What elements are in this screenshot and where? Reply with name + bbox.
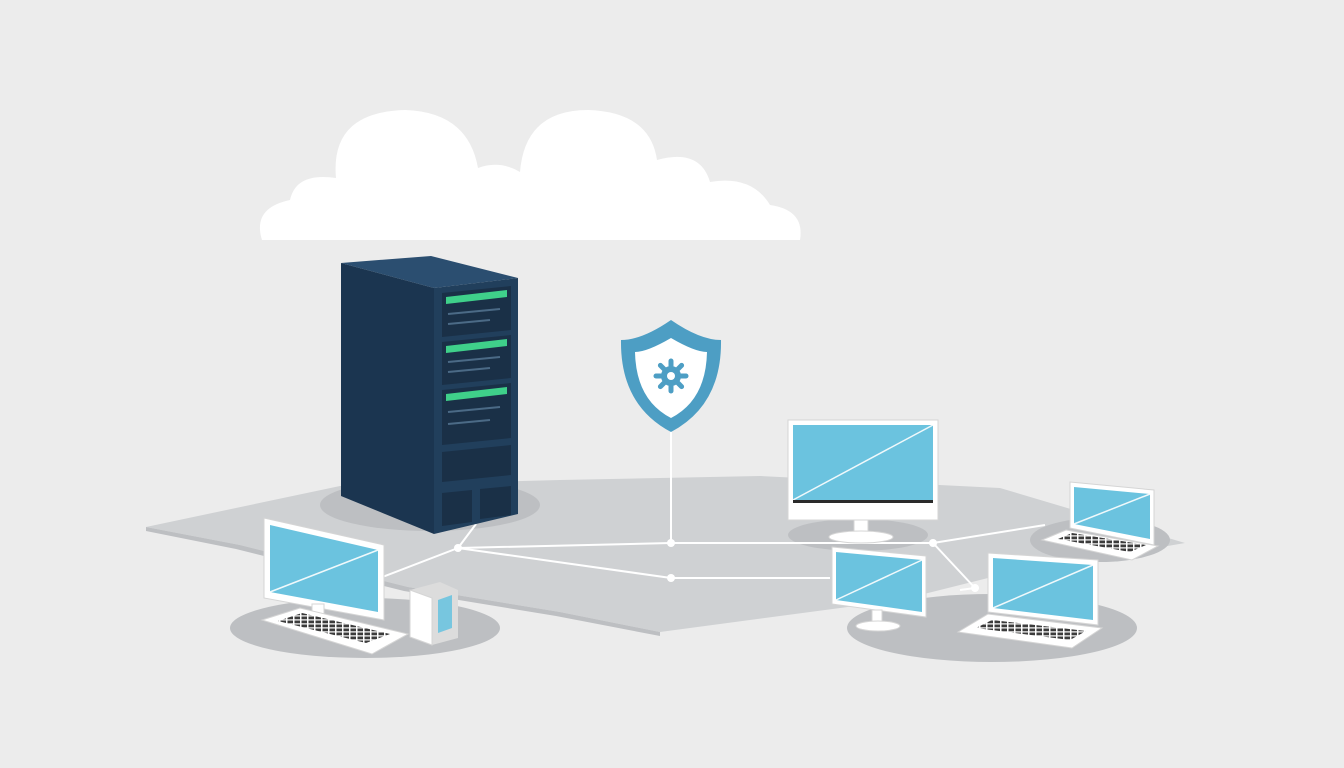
desktop-monitor-icon (260, 517, 410, 655)
server-drive-bay (442, 286, 511, 337)
hub-node (929, 539, 937, 547)
hub-node (971, 584, 979, 592)
gear-icon (653, 358, 689, 394)
monitor-icon (831, 546, 927, 632)
server-vent (480, 486, 511, 519)
monitor-icon (787, 419, 939, 544)
hub-node (667, 574, 675, 582)
keyboard-icon (260, 607, 410, 655)
server-drive-bay (442, 383, 511, 445)
shield-gear-icon (620, 320, 722, 432)
hub-node (454, 544, 462, 552)
router-box-icon (409, 582, 458, 646)
server-drive-bay (442, 335, 511, 385)
link-lower-path (379, 546, 830, 579)
server-panel (442, 445, 511, 482)
hub-node (667, 539, 675, 547)
network-links (379, 430, 1046, 592)
server-rack-icon (341, 256, 518, 534)
laptop-icon (1040, 481, 1160, 561)
link-server-hub (457, 523, 477, 549)
server-vent (442, 490, 472, 526)
laptop-icon (956, 552, 1104, 649)
link-backbone (457, 542, 976, 589)
cloud-icon (259, 110, 801, 240)
link-far-right (932, 524, 1046, 544)
